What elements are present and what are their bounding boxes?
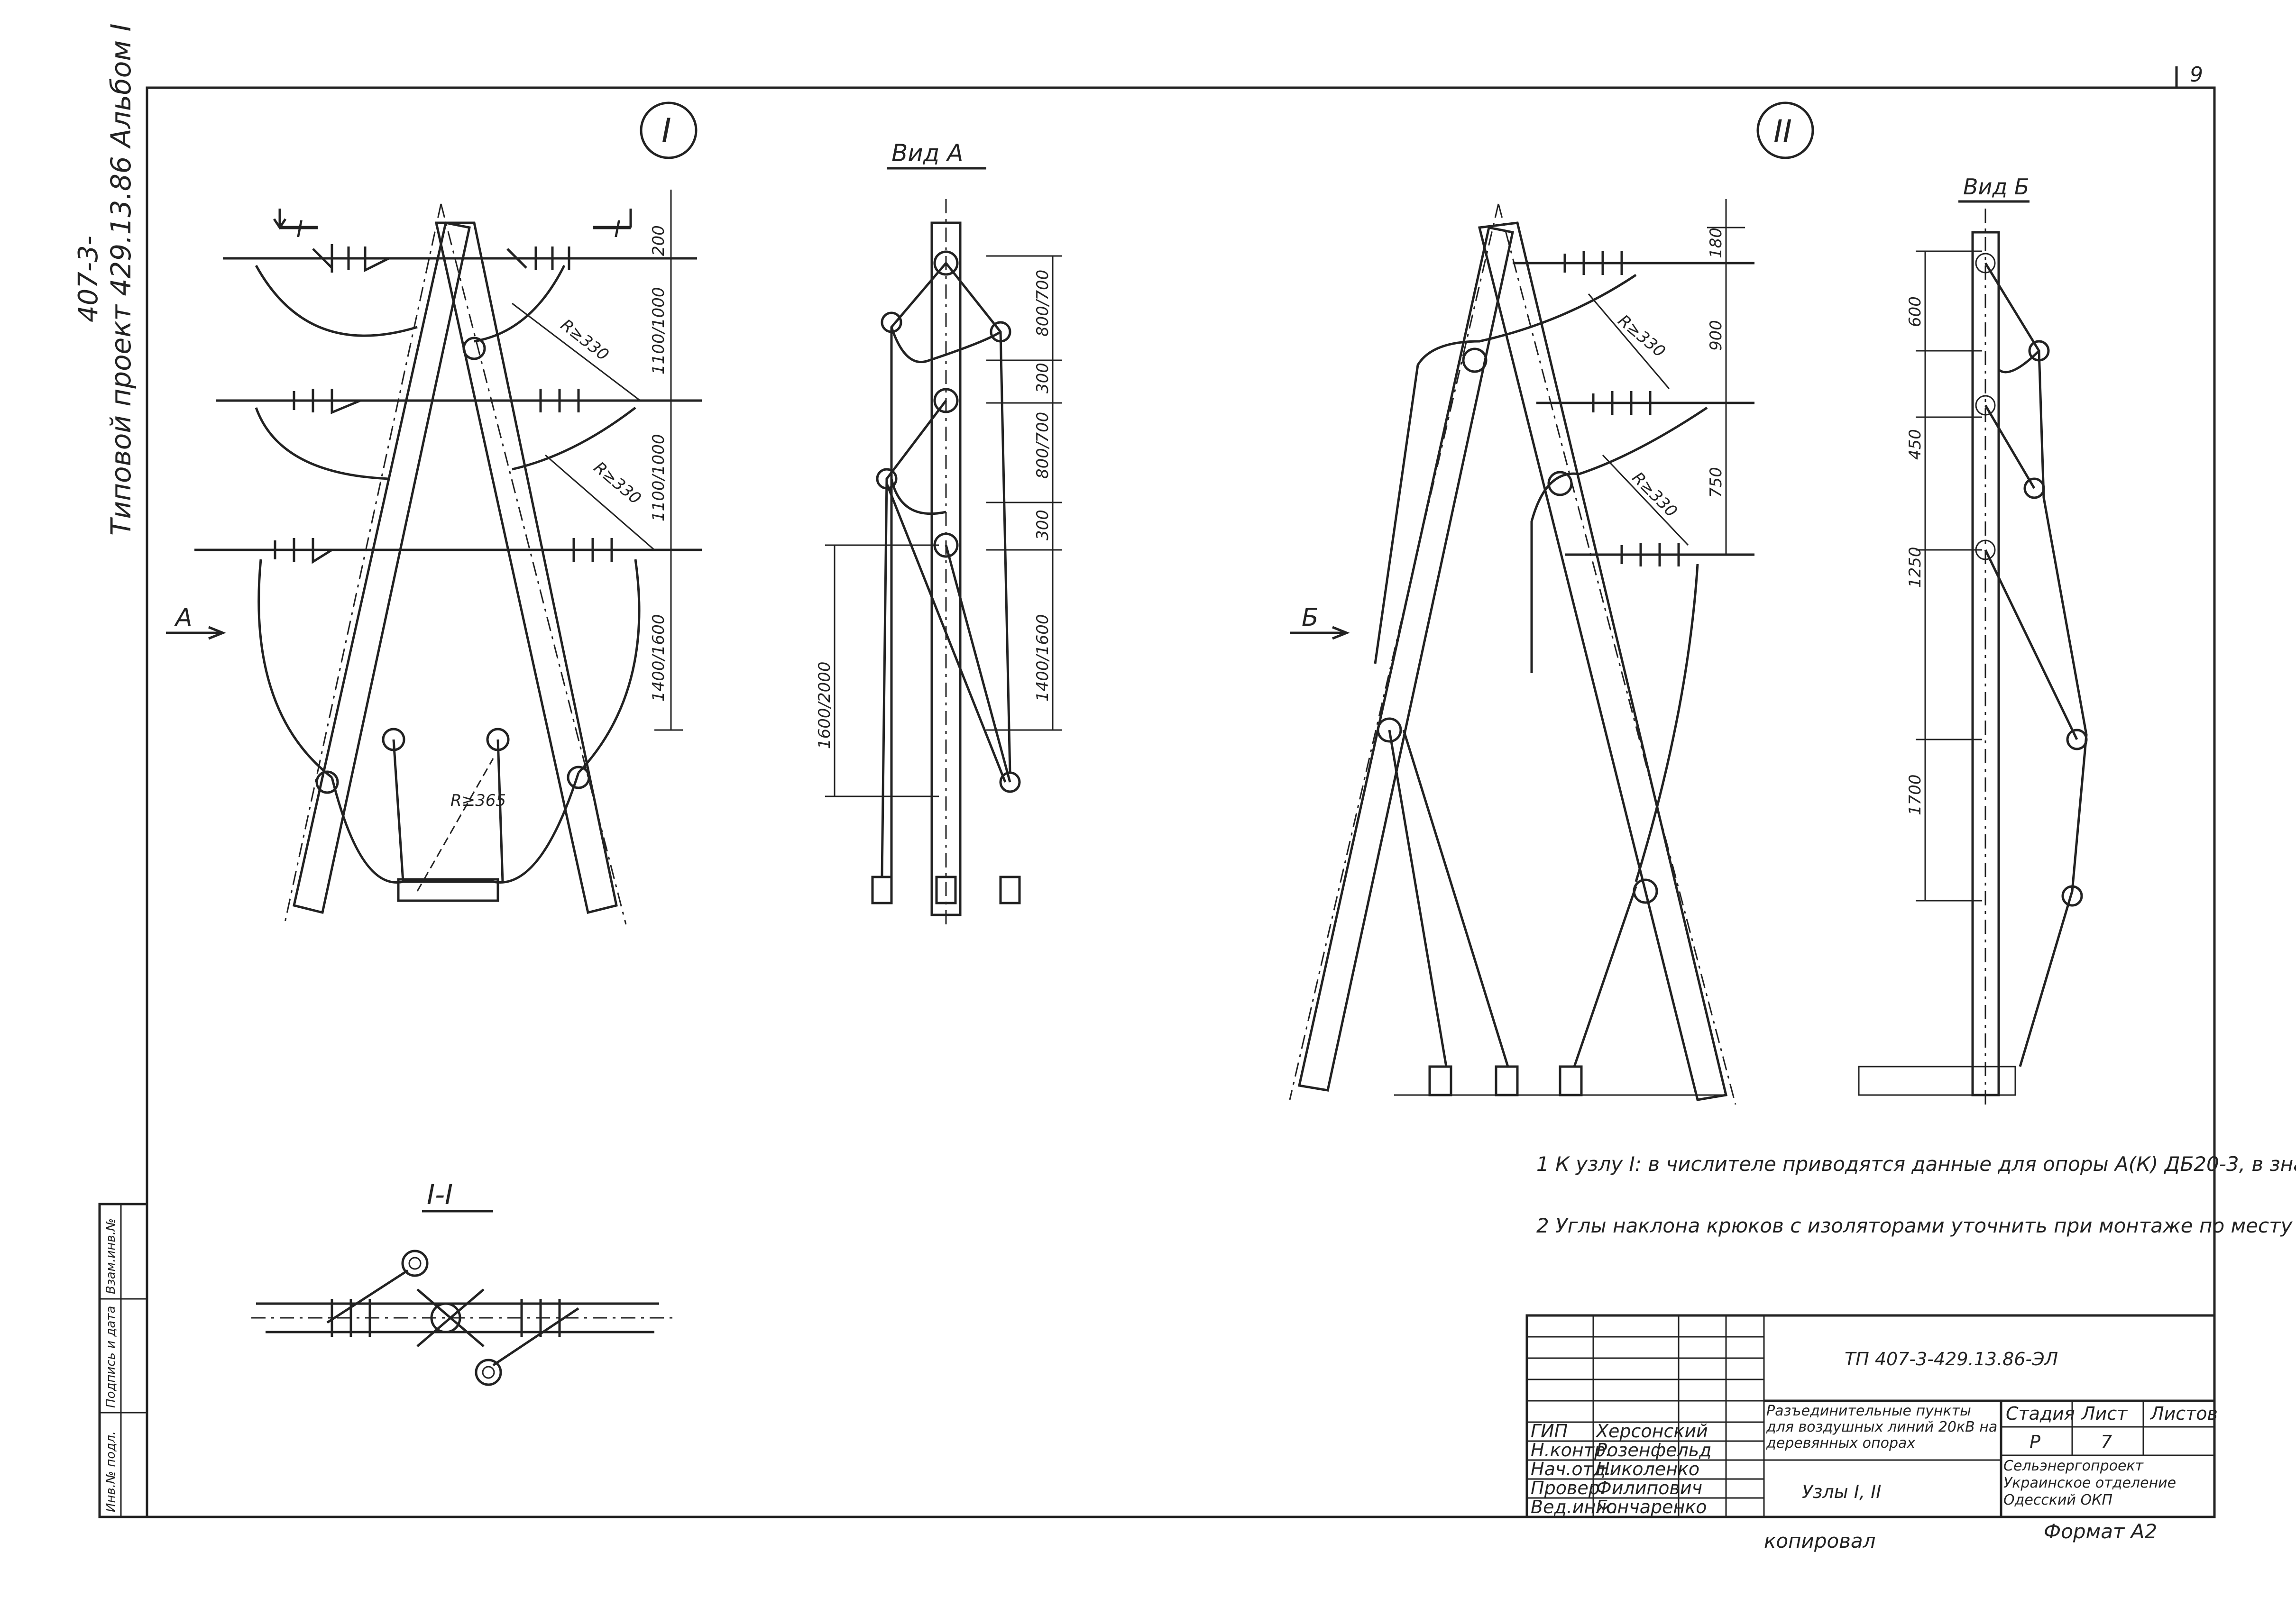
node-2-dim-3: 750 [1707, 467, 1726, 498]
node-1-dim-200: 200 [649, 225, 668, 256]
node-1-circle [640, 101, 698, 159]
tb-role-3: Нач.отд. [1531, 1459, 1611, 1479]
side-stamp: 407-3- Типовой проект 429.13.86 Альбом I [73, 23, 137, 536]
view-a-dim-3: 800/700 [1033, 412, 1052, 479]
view-a-dim-5: 1400/1600 [1033, 614, 1052, 702]
tb-name-3: Николенко [1596, 1459, 1699, 1479]
note-1: К узлу I: в числителе приводятся данные … [1555, 1152, 2296, 1176]
view-a-dim-6: 1600/2000 [815, 661, 834, 749]
view-b-drawing: Вид Б 600 450 1250 1700 [1858, 174, 2088, 1109]
node-2-radius-1: R≥330 [1614, 311, 1669, 361]
node-2-dim-1: 180 [1707, 228, 1726, 258]
tb-organization: Сельэнергопроект Украинское отделение Од… [2003, 1458, 2177, 1508]
left-strip: Инв.№ подл. Подпись и дата Взам.инв.№ [98, 1203, 148, 1518]
node-2-dim-2: 900 [1707, 320, 1726, 351]
copied-label: копировал [1764, 1529, 1876, 1552]
node-2-drawing: II 180 900 750 R≥ [1289, 101, 1814, 1105]
node-1-drawing: I I I [166, 101, 702, 925]
view-a-dim-4: 300 [1033, 510, 1052, 540]
tb-name-4: Филипович [1596, 1478, 1702, 1498]
view-arrow-b: Б [1302, 603, 1319, 632]
node-2-circle [1756, 101, 1814, 159]
view-a-drawing: Вид А 800/700 300 800/700 300 1400/1600 [815, 139, 1062, 929]
view-arrow-a: А [174, 603, 193, 632]
notes: 1 К узлу I: в числителе приводятся данны… [1536, 1152, 2296, 1237]
side-stamp-line2: Типовой проект 429.13.86 Альбом I [105, 23, 137, 536]
node-1-radius-1: R≥330 [557, 316, 612, 365]
tb-sheet-header: Лист [2081, 1403, 2128, 1424]
strip-inv: Инв.№ подл. [104, 1431, 118, 1512]
section-mark-left: I [296, 216, 303, 243]
view-b-dim-4: 1700 [1906, 774, 1925, 815]
tb-role-1: ГИП [1531, 1421, 1568, 1442]
view-b-dim-3: 1250 [1906, 547, 1925, 588]
view-b-dim-2: 450 [1906, 429, 1925, 460]
side-stamp-line1: 407-3- [73, 236, 104, 322]
tb-role-4: Провер. [1531, 1478, 1606, 1498]
node-1-dim-1: 1100/1000 [649, 287, 668, 374]
node-1-dim-2: 1100/1000 [649, 434, 668, 521]
tb-sheets-header: Листов [2149, 1403, 2218, 1424]
note-2: Углы наклона крюков с изоляторами уточни… [1555, 1214, 2293, 1237]
node-1-dim-3: 1400/1600 [649, 614, 668, 702]
tb-name: Разъединительные пункты для воздушных ли… [1766, 1403, 1998, 1452]
tb-role-2: Н.контр. [1531, 1440, 1611, 1461]
strip-sign: Подпись и дата [104, 1306, 118, 1408]
node-2-radius-2: R≥330 [1628, 468, 1681, 521]
tb-stage-header: Стадия [2006, 1403, 2075, 1424]
note-1-num: 1 [1536, 1152, 1549, 1176]
tb-name-5: Гончаренко [1596, 1497, 1707, 1517]
sheet-frame [146, 86, 2216, 1518]
tb-code: ТП 407-3-429.13.86-ЭЛ [1845, 1349, 2058, 1370]
strip-replace: Взам.инв.№ [104, 1218, 118, 1294]
note-2-num: 2 [1536, 1214, 1549, 1237]
section-drawing: I-I [251, 1178, 673, 1386]
tb-name-2: Розенфельд [1596, 1440, 1711, 1461]
node-1-radius-3: R≥365 [450, 791, 506, 810]
page-number: 9 [2190, 63, 2203, 87]
tb-sheet-title: Узлы I, II [1802, 1481, 1882, 1502]
section-mark-right: I [614, 216, 621, 243]
view-a-dim-1: 800/700 [1033, 270, 1052, 337]
tb-stage-value: Р [2030, 1432, 2040, 1452]
format-label: Формат А2 [2044, 1520, 2157, 1543]
node-2-label: II [1773, 113, 1792, 150]
tb-sheet-value: 7 [2101, 1432, 2112, 1452]
section-title: I-I [427, 1178, 453, 1211]
view-b-title: Вид Б [1963, 174, 2029, 200]
title-block: ТП 407-3-429.13.86-ЭЛ Разъединительные п… [1525, 1314, 2218, 1518]
view-a-dim-2: 300 [1033, 363, 1052, 393]
tb-role-5: Вед.инж. [1531, 1497, 1618, 1517]
tb-name-1: Херсонский [1595, 1421, 1708, 1442]
view-a-title: Вид А [891, 139, 963, 167]
view-b-dim-1: 600 [1906, 296, 1925, 327]
node-1-label: I [661, 111, 671, 150]
